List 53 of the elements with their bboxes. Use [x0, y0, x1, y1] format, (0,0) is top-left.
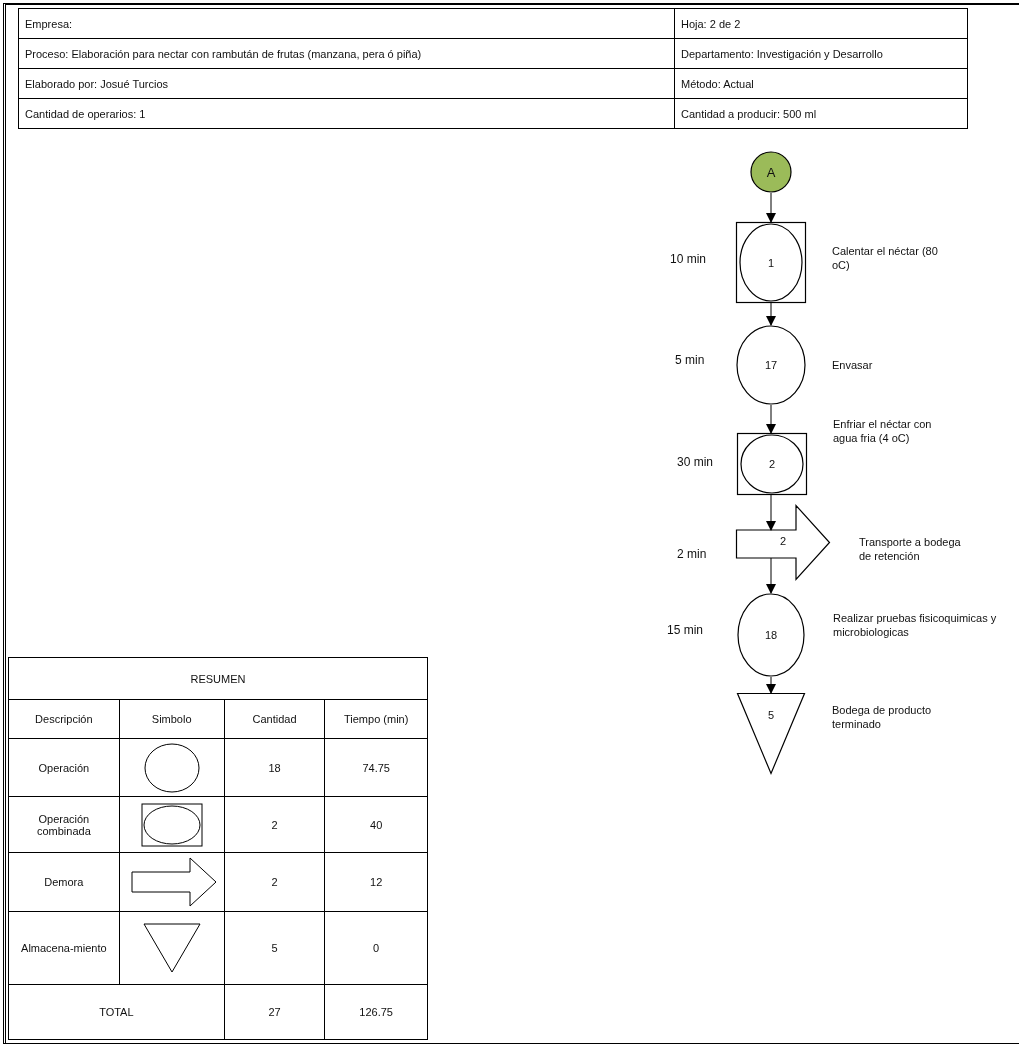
header-cell: Elaborado por: Josué Turcios [18, 68, 675, 99]
arrow [766, 302, 776, 326]
table-cell: 12 [324, 852, 428, 912]
table-cell: Demora [8, 852, 120, 912]
step-description: Realizar pruebas fisicoquimicas y microbiologicas [833, 611, 998, 639]
duration-label: 5 min [675, 353, 705, 367]
table-cell: Almacena-miento [8, 911, 120, 985]
table-cell: RESUMEN [8, 657, 428, 700]
step-description: Calentar el néctar (80 oC) [832, 244, 939, 272]
arrow [766, 404, 776, 434]
table-cell: TOTAL [8, 984, 225, 1040]
table-cell: 27 [224, 984, 325, 1040]
table-cell: 2 [224, 852, 325, 912]
header-cell: Proceso: Elaboración para nectar con rambután de frutas (manzana, pera ó piña) [18, 38, 675, 69]
table-cell: 0 [324, 911, 428, 985]
step-number: 2 [779, 535, 787, 547]
header-cell: Hoja: 2 de 2 [674, 8, 968, 39]
step-description: Envasar [832, 358, 874, 372]
step-number: 17 [764, 359, 778, 371]
header-cell: Cantidad a producir: 500 ml [674, 98, 968, 129]
arrow [766, 192, 776, 223]
step-description: Bodega de producto terminado [832, 703, 933, 731]
arrow [766, 676, 776, 694]
header-cell: Empresa: [18, 8, 675, 39]
table-cell: 74.75 [324, 738, 428, 797]
table-cell: 126.75 [324, 984, 428, 1040]
connector-circle [750, 151, 792, 193]
header-cell: Cantidad de operarios: 1 [18, 98, 675, 129]
step-number: 1 [767, 256, 775, 269]
duration-label: 15 min [667, 623, 704, 637]
table-cell: 2 [224, 796, 325, 853]
step-number: 18 [764, 629, 778, 641]
table-cell: Tiempo (min) [324, 699, 428, 739]
table-cell: Cantidad [224, 699, 325, 739]
step-number: 5 [767, 709, 775, 721]
table-cell: Operación combinada [8, 796, 120, 853]
step-description: Enfriar el néctar con agua fria (4 oC) [833, 417, 933, 445]
header-cell: Departamento: Investigación y Desarrollo [674, 38, 968, 69]
header-cell: Método: Actual [674, 68, 968, 99]
table-cell: 5 [224, 911, 325, 985]
duration-label: 10 min [670, 252, 707, 266]
arrow [766, 557, 776, 594]
table-cell: 40 [324, 796, 428, 853]
step-number: 2 [768, 458, 776, 470]
step-description: Transporte a bodega de retención [859, 535, 962, 563]
table-cell: Operación [8, 738, 120, 797]
duration-label: 2 min [677, 547, 707, 561]
arrow [766, 494, 776, 531]
table-cell: Simbolo [119, 699, 225, 739]
connector-letter: A [766, 164, 776, 180]
table-cell: Descripción [8, 699, 120, 739]
table-cell: 18 [224, 738, 325, 797]
duration-label: 30 min [677, 455, 714, 469]
